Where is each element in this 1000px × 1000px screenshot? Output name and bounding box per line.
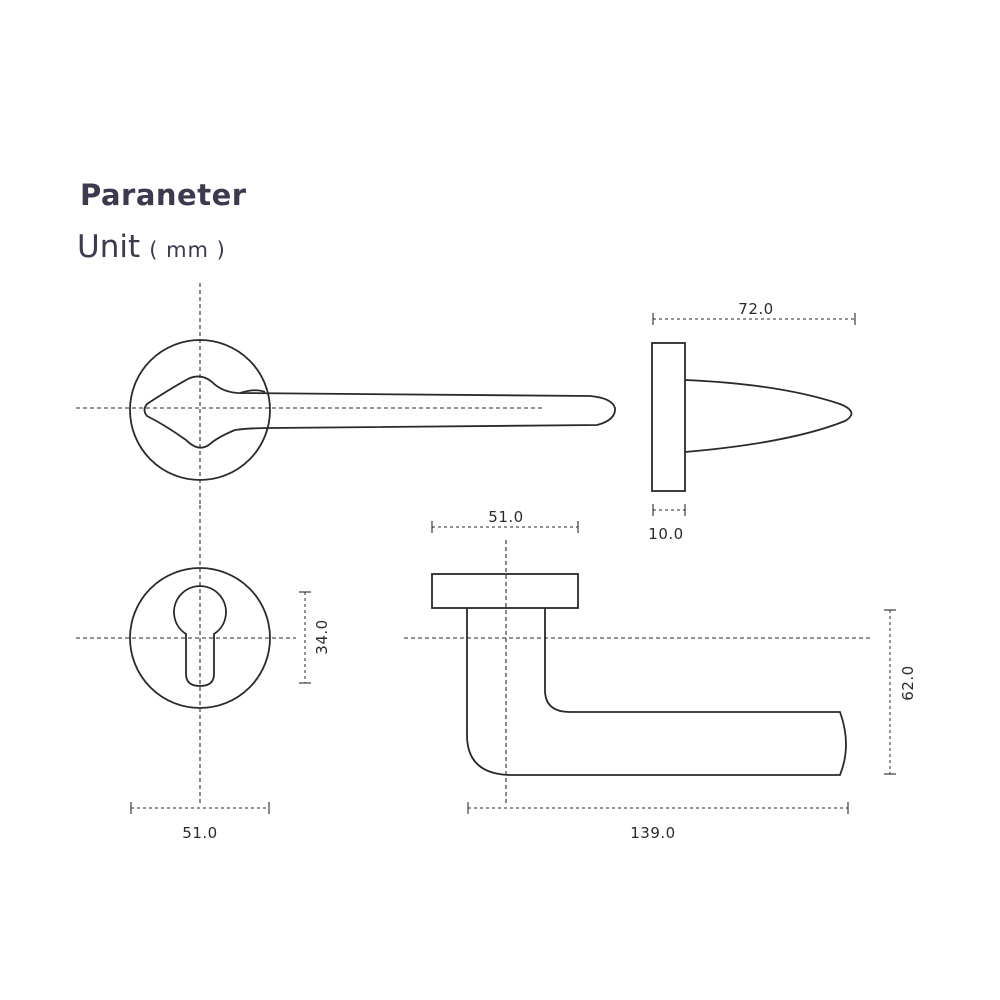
dim-label-rose-width-top: 51.0 <box>488 508 523 526</box>
unit-value: ( mm ) <box>149 238 226 262</box>
keyhole-outline <box>173 585 227 687</box>
dim-label-rose-thickness: 10.0 <box>648 525 683 543</box>
dim-label-handle-length: 139.0 <box>630 824 675 842</box>
front-rose-rect <box>431 573 579 609</box>
dim-label-rose-diameter: 51.0 <box>182 824 217 842</box>
dim-label-keyhole-height: 34.0 <box>313 619 331 654</box>
unit-label: Unit <box>77 229 141 265</box>
lever-top-outline <box>143 375 616 449</box>
side-lever-outline <box>684 379 853 453</box>
lever-top-inner-curve <box>239 389 266 394</box>
side-rose-rect <box>651 342 686 492</box>
dim-label-handle-height: 62.0 <box>899 665 917 700</box>
side-view: 72.0 10.0 <box>648 300 856 543</box>
top-view <box>76 283 616 505</box>
front-view: 51.0 62.0 139.0 <box>404 508 917 842</box>
diagram-title: Paraneter <box>80 178 247 212</box>
front-lever-outline <box>466 608 847 776</box>
escutcheon-view: 34.0 51.0 <box>76 505 331 842</box>
dim-label-side-depth: 72.0 <box>738 300 773 318</box>
unit-caption: Unit ( mm ) <box>77 229 226 265</box>
